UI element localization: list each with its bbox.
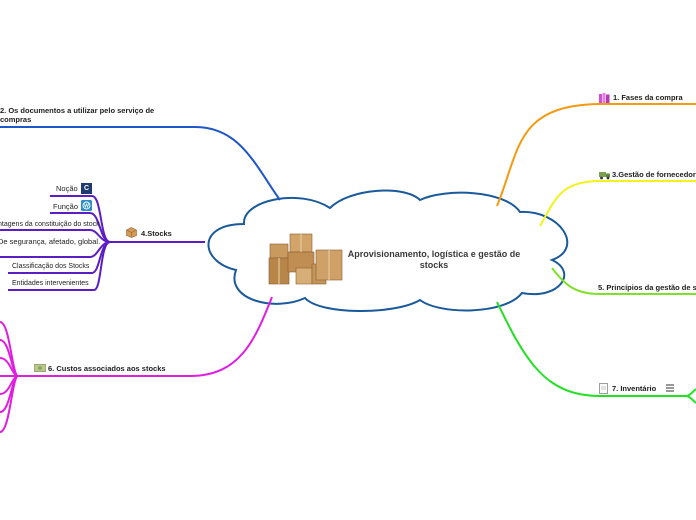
stocks-child-nocao[interactable]: Noção: [56, 184, 78, 193]
wordpress-icon: W: [81, 200, 92, 211]
c-badge-icon: C: [81, 183, 92, 194]
boxes-image: [268, 233, 343, 285]
branch-documentos-line1: 2. Os documentos a utilizar pelo serviço…: [0, 106, 155, 115]
stocks-child-funcao[interactable]: Função: [53, 202, 79, 211]
branch-gestao-fornecedores[interactable]: 3.Gestão de fornecedores: [612, 170, 696, 179]
central-topic-label[interactable]: Aprovisionamento, logística e gestão de …: [347, 249, 521, 270]
menu-icon[interactable]: [666, 384, 675, 392]
stocks-child-classificacao[interactable]: Classificação dos Stocks: [12, 263, 90, 270]
branch-inventario[interactable]: 7. Inventário: [612, 384, 657, 393]
branch-principios[interactable]: 5. Princípios da gestão de stocks: [598, 283, 696, 292]
stocks-child-seguranca[interactable]: De segurança, afetado, global.: [0, 237, 101, 246]
branch-stocks[interactable]: 4.Stocks: [141, 229, 172, 238]
stocks-child-entidades[interactable]: Entidades intervenientes: [12, 280, 89, 287]
wordpress-glyph: W: [84, 203, 89, 209]
books-icon: [599, 93, 610, 103]
branch-documentos-line2: compras: [0, 115, 32, 124]
stocks-child-vantagens[interactable]: Vantagens da constituição do stock: [0, 221, 100, 228]
box-icon: [126, 227, 137, 238]
branch-custos[interactable]: 6. Custos associados aos stocks: [48, 364, 166, 373]
branch-documentos[interactable]: 2. Os documentos a utilizar pelo serviço…: [0, 106, 154, 124]
notepad-icon: [599, 383, 608, 394]
money-icon: [34, 364, 46, 372]
branch-fases-compra[interactable]: 1. Fases da compra: [613, 93, 683, 102]
truck-icon: [599, 172, 610, 180]
